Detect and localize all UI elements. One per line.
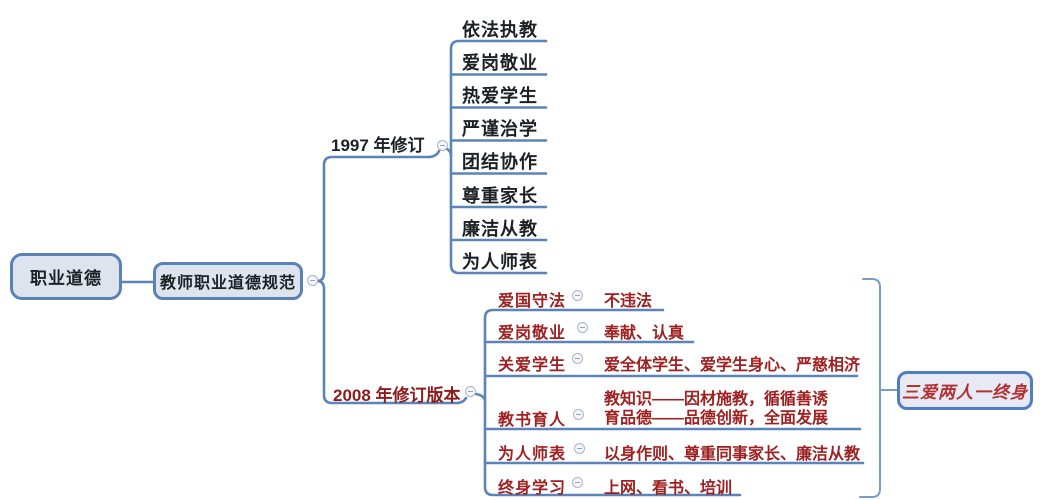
- topic-2008-row-6-label[interactable]: 终身学习: [498, 480, 567, 497]
- topic-2008-row-4-value-line-1[interactable]: 教知识——因材施教，循循善诱: [604, 391, 829, 408]
- topic-1997-child-5[interactable]: 团结协作: [462, 152, 538, 172]
- toggle-hook-1997-left: [428, 149, 441, 159]
- summary-node[interactable]: 三爱两人一终身: [897, 371, 1033, 410]
- collapse-minus-icon-row-3[interactable]: [572, 353, 583, 364]
- root-node-label: 职业道德: [30, 269, 102, 288]
- collapse-minus-icon-row-6[interactable]: [572, 477, 583, 488]
- topic-2008-row-4-label[interactable]: 教书育人: [498, 412, 567, 429]
- topic-1997-child-8[interactable]: 为人师表: [462, 252, 538, 272]
- collapse-minus-icon-row-4[interactable]: [573, 409, 584, 420]
- topic-2008-row-5-label[interactable]: 为人师表: [498, 446, 567, 463]
- topic-1997-child-1[interactable]: 依法执教: [462, 20, 538, 40]
- trunk-brace-connector: [316, 155, 460, 405]
- collapse-minus-icon-1997[interactable]: [437, 140, 448, 151]
- topic-1997-child-4[interactable]: 严谨治学: [462, 119, 538, 139]
- topic-2008-row-3-label[interactable]: 关爱学生: [498, 357, 567, 374]
- collapse-minus-icon-root[interactable]: [307, 275, 318, 286]
- branch-2008-spine: [483, 308, 742, 497]
- branch-1997-node[interactable]: 1997 年修订: [331, 136, 425, 155]
- toggle-hook-2008-left: [456, 396, 468, 405]
- collapse-minus-icon-row-5[interactable]: [574, 443, 585, 454]
- collapse-minus-icon-2008[interactable]: [465, 386, 476, 397]
- branch-1997-spine: [449, 39, 548, 275]
- topic-1997-child-2[interactable]: 爱岗敬业: [462, 53, 538, 73]
- standard-node[interactable]: 教师职业道德规范: [153, 262, 303, 300]
- topic-2008-row-2-label[interactable]: 爱岗敬业: [498, 325, 567, 342]
- topic-2008-row-6-value[interactable]: 上网、看书、培训: [604, 480, 733, 497]
- collapse-minus-icon-row-2[interactable]: [577, 322, 588, 333]
- collapse-minus-icon-row-1[interactable]: [572, 290, 583, 301]
- toggle-hook-2008-right: [474, 392, 487, 402]
- summary-bracket: [859, 278, 881, 498]
- topic-2008-row-2-value[interactable]: 奉献、认真: [604, 325, 685, 342]
- topic-2008-row-4-value-line-2[interactable]: 育品德——品德创新，全面发展: [604, 410, 829, 427]
- topic-2008-row-5-value[interactable]: 以身作则、尊重同事家长、廉洁从教: [604, 446, 861, 463]
- topic-2008-row-1-value[interactable]: 不违法: [604, 293, 653, 310]
- topic-1997-child-6[interactable]: 尊重家长: [462, 186, 538, 206]
- standard-node-label: 教师职业道德规范: [159, 275, 296, 292]
- root-node[interactable]: 职业道德: [10, 253, 122, 300]
- topic-2008-row-3-value[interactable]: 爱全体学生、爱学生身心、严慈相济: [604, 357, 861, 374]
- topic-1997-child-3[interactable]: 热爱学生: [462, 86, 538, 106]
- topic-1997-child-7[interactable]: 廉洁从教: [462, 219, 538, 239]
- branch-2008-node[interactable]: 2008 年修订版本: [333, 386, 461, 405]
- summary-node-label: 三爱两人一终身: [902, 383, 1028, 402]
- topic-2008-row-1-label[interactable]: 爱国守法: [498, 293, 567, 310]
